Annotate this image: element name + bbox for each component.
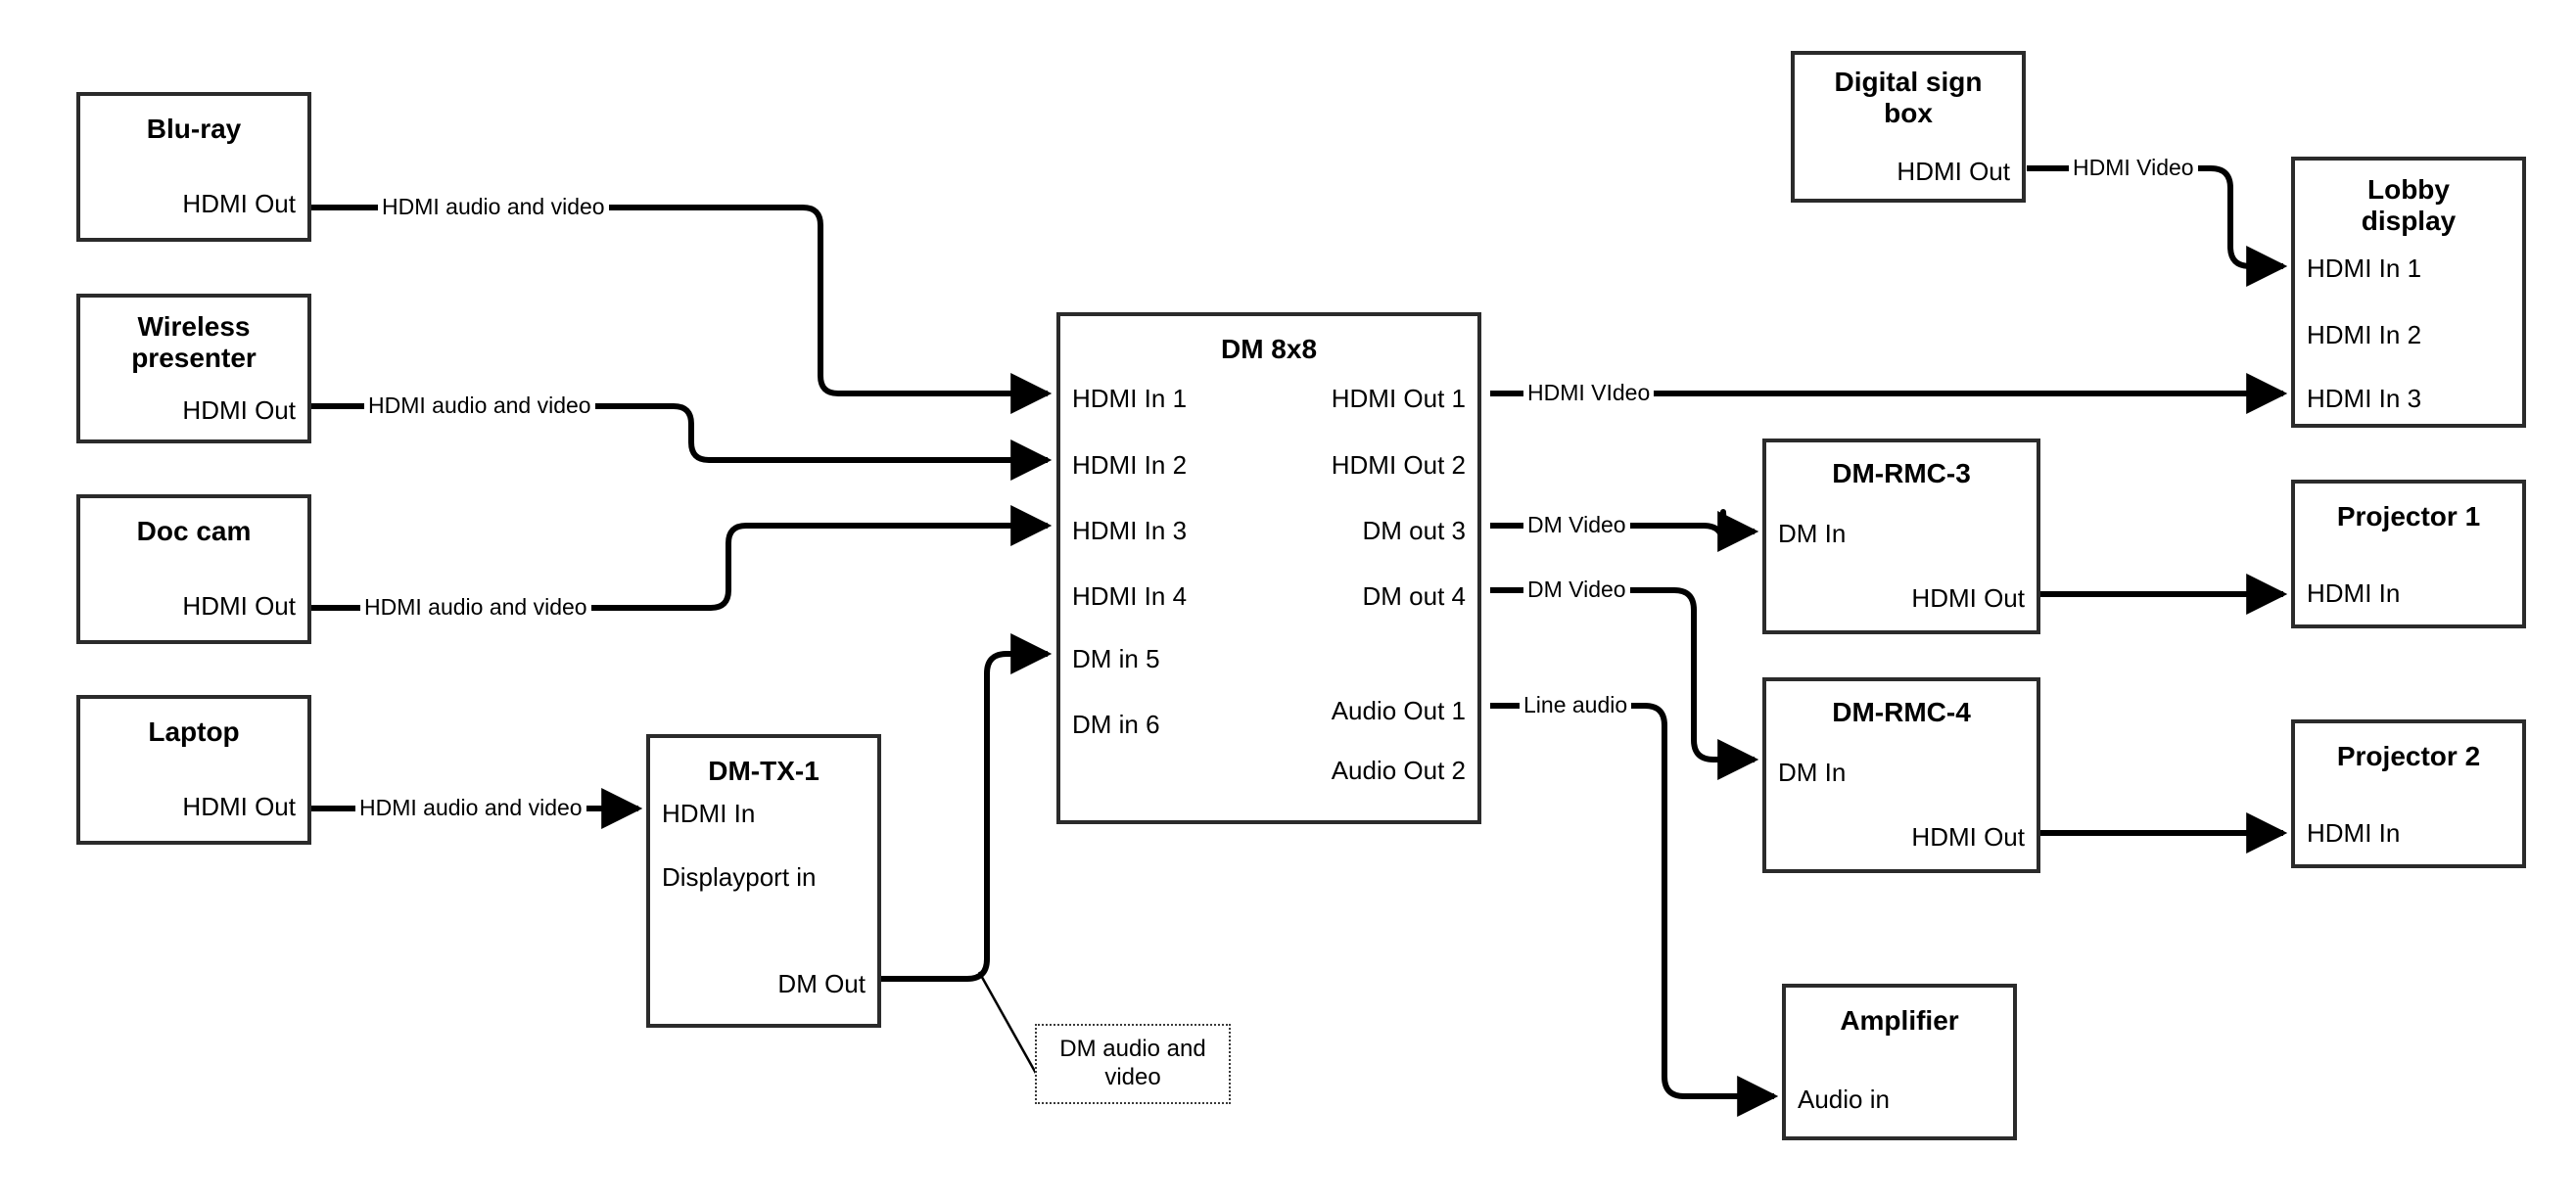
node-dm-rmc-4[interactable]: DM-RMC-4 DM In HDMI Out [1762,677,2040,873]
node-dm-8x8-input-dm-in-6[interactable]: DM in 6 [1072,710,1160,739]
node-lobby-display-title-line1: Lobby [2367,174,2450,205]
link-wireless-to-dm-hdmi-in-2 [311,403,1053,481]
node-dm-8x8-output-hdmi-out-2[interactable]: HDMI Out 2 [1331,450,1466,480]
edge-label-dm-out1-to-lobby: HDMI VIdeo [1523,382,1655,404]
node-laptop-port-hdmi-out[interactable]: HDMI Out [182,792,296,821]
node-dm-tx-1[interactable]: DM-TX-1 HDMI In Displayport in DM Out [646,734,881,1028]
node-lobby-display-input-hdmi-in-2[interactable]: HDMI In 2 [2307,320,2422,349]
node-doc-cam-title: Doc cam [136,516,252,546]
node-lobby-display[interactable]: Lobby display HDMI In 1 HDMI In 2 HDMI I… [2291,157,2526,428]
link-dm-audio-out-1-to-amplifier [1490,703,1779,1117]
link-digitalsign-to-lobby-hdmi-in-1 [2027,165,2288,287]
node-dm-8x8-input-hdmi-in-4[interactable]: HDMI In 4 [1072,581,1188,611]
node-dm-8x8-input-hdmi-in-1[interactable]: HDMI In 1 [1072,384,1188,413]
node-projector-2-port-hdmi-in[interactable]: HDMI In [2307,818,2401,848]
node-laptop[interactable]: Laptop HDMI Out [76,695,311,845]
node-dm-8x8-title: DM 8x8 [1220,334,1318,364]
node-bluray[interactable]: Blu-ray HDMI Out [76,92,311,242]
edge-label-doccam-to-dm: HDMI audio and video [360,596,591,619]
node-dm-8x8-output-audio-out-1[interactable]: Audio Out 1 [1331,696,1466,725]
node-dm-8x8-output-dm-out-4[interactable]: DM out 4 [1362,581,1467,611]
node-dm-8x8-output-hdmi-out-1[interactable]: HDMI Out 1 [1331,384,1466,413]
node-projector-2[interactable]: Projector 2 HDMI In [2291,719,2526,868]
node-wireless-presenter-title-line1: Wireless [137,311,251,342]
callout-line-1: DM audio and [1059,1036,1206,1063]
callout-leader-line [977,971,1040,1078]
node-amplifier-port-audio-in[interactable]: Audio in [1798,1085,1890,1114]
node-digital-sign-box-title-line1: Digital sign [1834,67,1983,97]
node-dm-8x8-input-dm-in-5[interactable]: DM in 5 [1072,644,1160,673]
node-dm-tx-1-port-hdmi-in[interactable]: HDMI In [662,799,756,828]
node-laptop-title: Laptop [148,716,240,747]
node-bluray-port-hdmi-out[interactable]: HDMI Out [182,189,296,218]
node-projector-2-title: Projector 2 [2336,741,2481,771]
node-dm-8x8-input-hdmi-in-2[interactable]: HDMI In 2 [1072,450,1188,480]
node-wireless-presenter-port-hdmi-out[interactable]: HDMI Out [182,395,296,425]
node-dm-rmc-3[interactable]: DM-RMC-3 DM In HDMI Out [1762,439,2040,634]
callout-dm-audio-and-video-text: DM audio and video [1059,1036,1205,1092]
link-dmtx1-to-dm-in-5 [881,633,1053,982]
edge-label-dm-audio-out1-to-amplifier: Line audio [1520,694,1632,716]
node-dm-8x8-input-hdmi-in-3[interactable]: HDMI In 3 [1072,516,1188,545]
node-wireless-presenter[interactable]: Wireless presenter HDMI Out [76,294,311,443]
node-dm-rmc-3-port-dm-in[interactable]: DM In [1778,519,1847,548]
link-bluray-to-dm-hdmi-in-1 [311,205,1053,414]
node-dm-rmc-4-port-hdmi-out[interactable]: HDMI Out [1911,822,2025,852]
link-dm-out-3-to-dmrmc3 [1490,509,1759,552]
node-projector-1-title: Projector 1 [2336,501,2481,531]
node-amplifier-title: Amplifier [1840,1005,1959,1036]
link-dm-out-4-to-dmrmc4 [1490,587,1759,780]
link-doccam-to-dm-hdmi-in-3 [311,505,1053,611]
node-dm-rmc-3-port-hdmi-out[interactable]: HDMI Out [1911,583,2025,613]
edge-label-dm-out3-to-dmrmc3: DM Video [1523,514,1630,536]
node-projector-1-port-hdmi-in[interactable]: HDMI In [2307,578,2401,608]
node-dm-tx-1-title: DM-TX-1 [708,756,820,786]
node-dm-rmc-4-title: DM-RMC-4 [1832,697,1971,727]
callout-dm-audio-and-video: DM audio and video [1035,1024,1231,1104]
edge-label-laptop-to-dmtx1: HDMI audio and video [355,797,586,819]
edge-label-wireless-to-dm: HDMI audio and video [364,394,595,417]
node-amplifier[interactable]: Amplifier Audio in [1782,984,2017,1140]
node-lobby-display-input-hdmi-in-3[interactable]: HDMI In 3 [2307,384,2422,413]
node-dm-tx-1-port-displayport-in[interactable]: Displayport in [662,862,817,892]
node-projector-1[interactable]: Projector 1 HDMI In [2291,480,2526,628]
node-bluray-title: Blu-ray [146,114,242,144]
node-doc-cam-port-hdmi-out[interactable]: HDMI Out [182,591,296,621]
node-dm-rmc-4-port-dm-in[interactable]: DM In [1778,758,1847,787]
edge-label-digitalsign-to-lobby: HDMI Video [2069,157,2198,179]
node-digital-sign-box[interactable]: Digital sign box HDMI Out [1791,51,2026,203]
callout-line-2: video [1104,1064,1161,1090]
node-dm-8x8-output-audio-out-2[interactable]: Audio Out 2 [1331,756,1466,785]
node-digital-sign-box-port-hdmi-out[interactable]: HDMI Out [1897,157,2010,186]
node-dm-8x8[interactable]: DM 8x8 HDMI In 1 HDMI In 2 HDMI In 3 HDM… [1056,312,1481,824]
node-lobby-display-input-hdmi-in-1[interactable]: HDMI In 1 [2307,254,2422,283]
node-dm-rmc-3-title: DM-RMC-3 [1832,458,1971,488]
node-doc-cam[interactable]: Doc cam HDMI Out [76,494,311,644]
node-digital-sign-box-title-line2: box [1884,98,1933,129]
node-lobby-display-title-line2: display [2361,206,2457,237]
node-dm-tx-1-port-dm-out[interactable]: DM Out [777,969,866,998]
node-dm-8x8-output-dm-out-3[interactable]: DM out 3 [1362,516,1467,545]
node-wireless-presenter-title-line2: presenter [131,343,257,374]
edge-label-bluray-to-dm: HDMI audio and video [378,196,609,218]
edge-label-dm-out4-to-dmrmc4: DM Video [1523,578,1630,601]
